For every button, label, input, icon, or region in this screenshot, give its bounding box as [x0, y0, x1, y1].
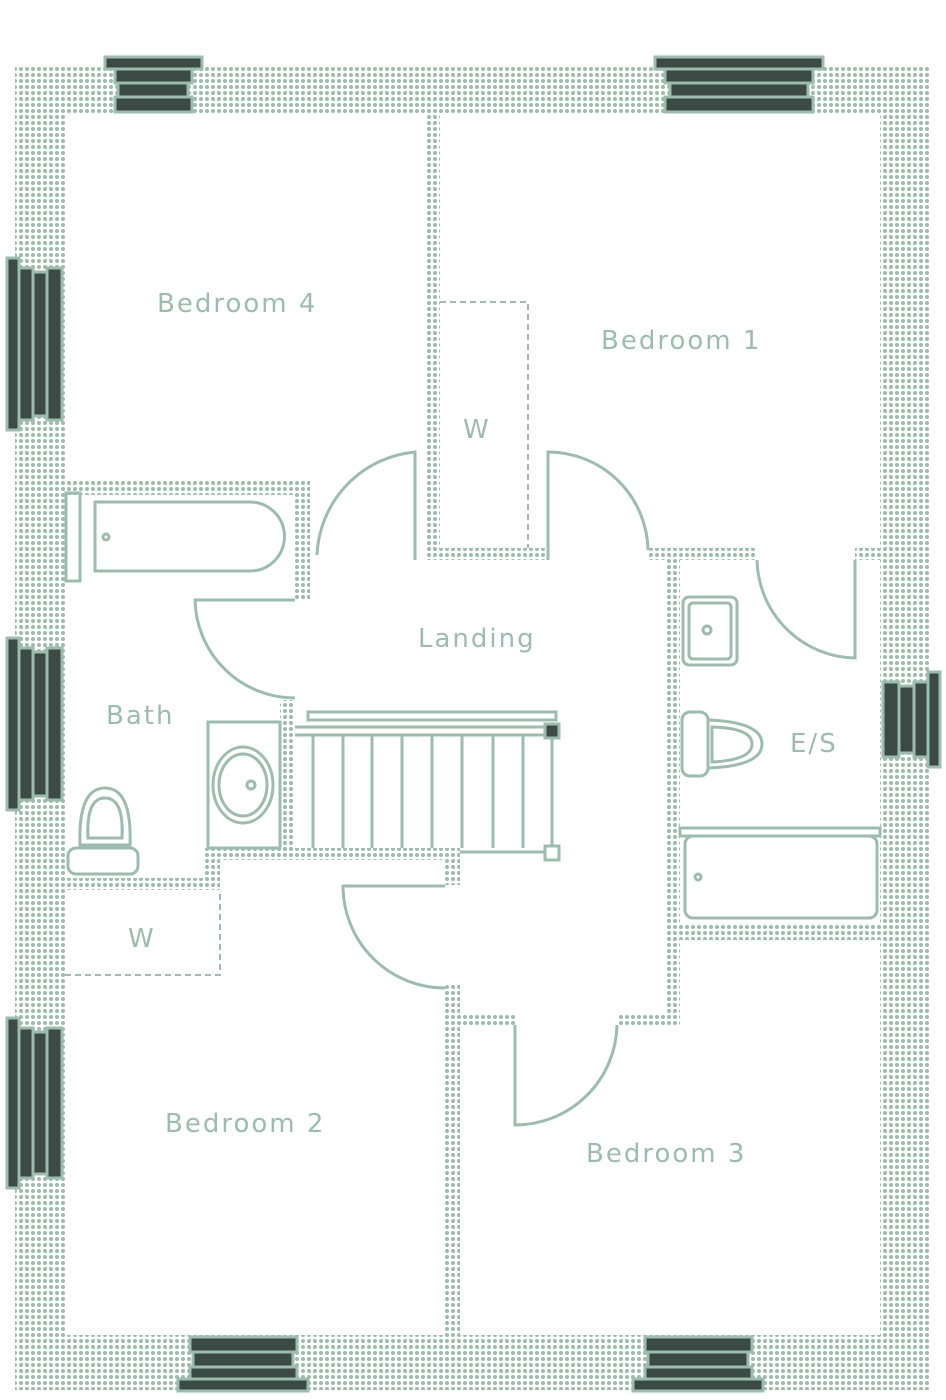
- label-wardrobe-2: W: [128, 924, 156, 954]
- toilet-main: [66, 786, 140, 876]
- label-bath: Bath: [106, 701, 174, 731]
- window-bottom-left: [176, 1335, 310, 1393]
- label-bedroom-2: Bedroom 2: [165, 1109, 325, 1139]
- label-landing: Landing: [418, 624, 536, 654]
- label-bedroom-4: Bedroom 4: [157, 289, 317, 319]
- label-bedroom-1: Bedroom 1: [601, 326, 761, 356]
- window-left-2: [5, 636, 64, 812]
- doors: [193, 450, 857, 1127]
- window-left-1: [5, 256, 64, 432]
- label-bedroom-3: Bedroom 3: [586, 1139, 746, 1169]
- room-labels: Bedroom 4 Bedroom 1 W Landing Bath E/S W…: [106, 289, 838, 1169]
- window-right-es: [881, 670, 942, 769]
- window-top-right: [653, 55, 825, 114]
- windows: [5, 55, 942, 1393]
- bathtub-main: [64, 491, 286, 583]
- wardrobes: [65, 301, 529, 976]
- toilet-ensuite: [680, 710, 764, 778]
- window-bottom-right: [631, 1335, 765, 1393]
- window-left-3: [5, 1016, 64, 1190]
- window-top-left: [103, 55, 204, 114]
- bathtub-ensuite: [678, 826, 882, 920]
- staircase: [295, 710, 561, 862]
- washbasin-main: [206, 720, 282, 850]
- label-wardrobe-1: W: [463, 415, 491, 445]
- label-ensuite: E/S: [790, 729, 838, 759]
- fixtures: [64, 491, 882, 920]
- washbasin-ensuite: [681, 595, 739, 667]
